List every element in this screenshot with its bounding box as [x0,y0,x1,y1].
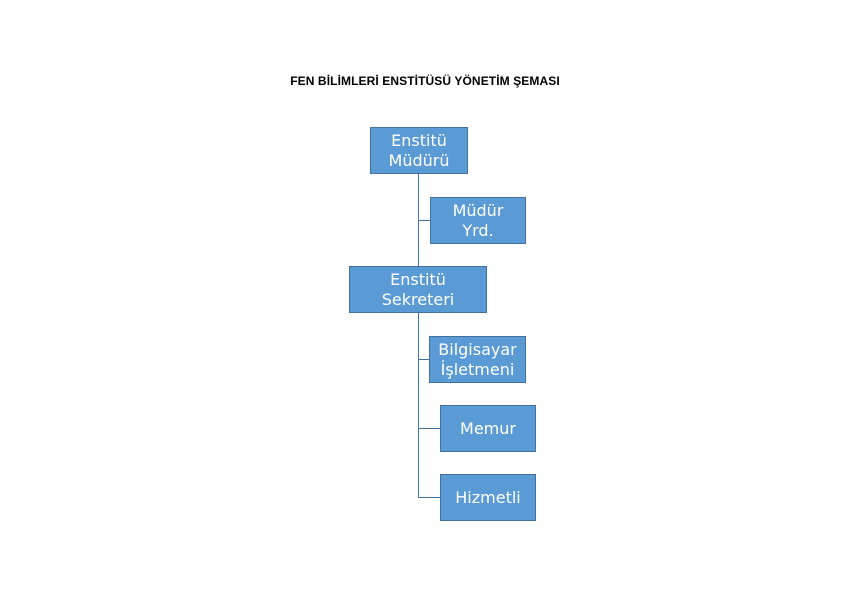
node-officer: Memur [440,405,536,452]
node-computer-operator: Bilgisayar İşletmeni [429,336,526,383]
chart-title: FEN BİLİMLERİ ENSTİTÜSÜ YÖNETİM ŞEMASI [290,74,560,88]
node-computer-operator-line2: İşletmeni [440,359,515,379]
connector-to-deputy [418,220,430,221]
node-secretary-line1: Enstitü [390,269,446,289]
node-servant: Hizmetli [440,474,536,521]
connector-to-computer-operator [418,359,429,360]
node-director-line2: Müdürü [388,150,450,170]
node-director: Enstitü Müdürü [370,127,468,174]
node-secretary-line2: Sekreteri [381,289,455,309]
connector-to-servant [418,497,440,498]
node-deputy-line2: Yrd. [462,220,494,240]
node-deputy-line1: Müdür [452,200,504,220]
node-director-line1: Enstitü [391,130,447,150]
node-computer-operator-line1: Bilgisayar [438,339,517,359]
connector-secretary-trunk [418,313,419,498]
node-deputy: Müdür Yrd. [430,197,526,244]
node-secretary: Enstitü Sekreteri [349,266,487,313]
node-officer-line1: Memur [460,418,516,438]
node-servant-line1: Hizmetli [455,487,521,507]
connector-to-officer [418,428,440,429]
